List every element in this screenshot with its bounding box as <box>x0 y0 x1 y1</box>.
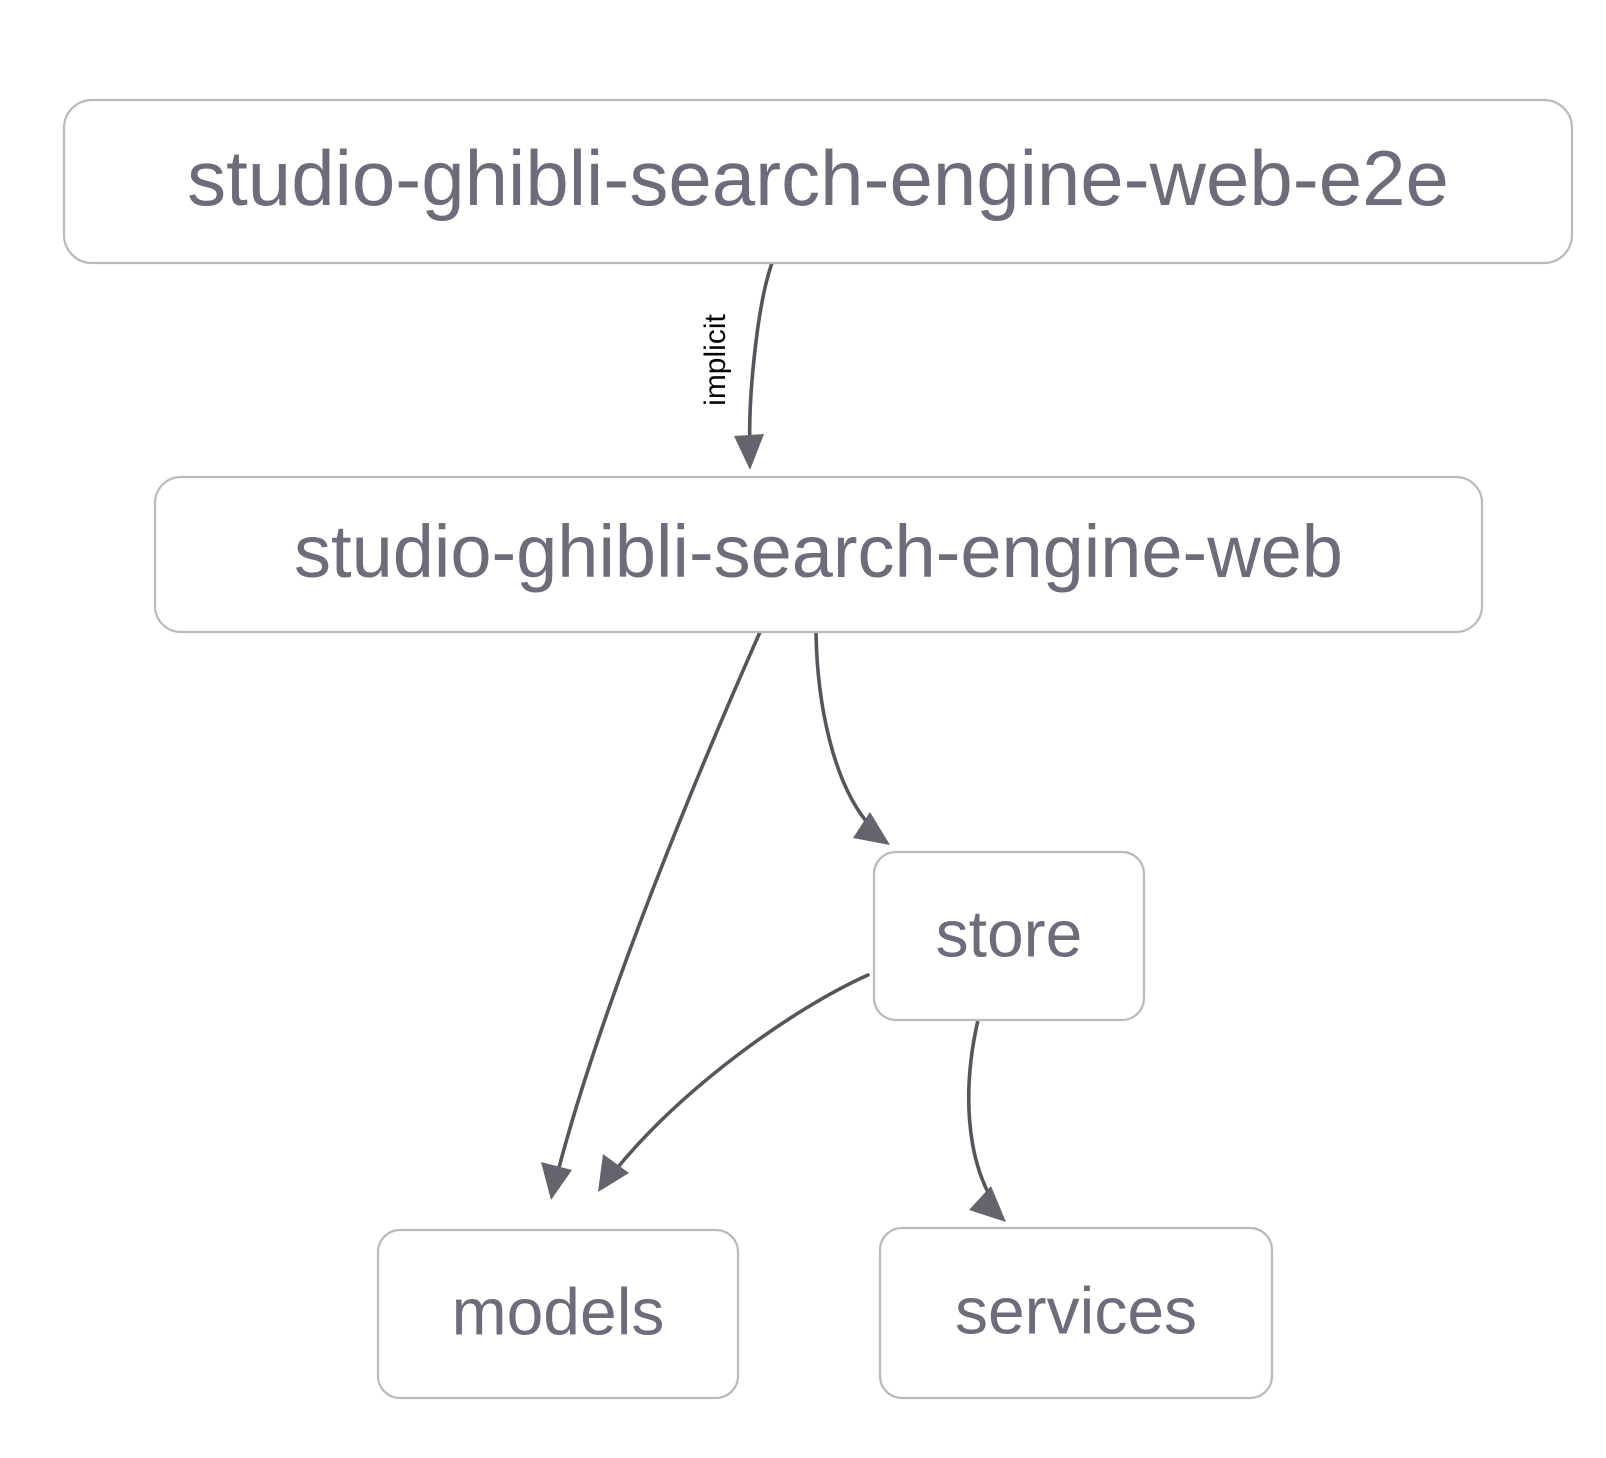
node-store[interactable]: store <box>872 850 1146 1022</box>
edge-web-models <box>541 630 762 1200</box>
node-box[interactable] <box>153 475 1484 634</box>
node-label-services: services <box>955 1273 1197 1347</box>
edge-line <box>747 261 774 450</box>
node-label-models: models <box>452 1274 665 1348</box>
edge-line <box>555 630 762 1177</box>
edge-line <box>612 973 870 1174</box>
edge-store-services <box>967 1018 1006 1222</box>
edge-labels-layer: implicit <box>699 314 732 406</box>
arrowhead-icon <box>541 1162 572 1200</box>
arrowhead-icon <box>969 1186 1006 1222</box>
node-web[interactable]: studio-ghibli-search-engine-web <box>153 475 1484 634</box>
edge-store-models <box>598 973 870 1192</box>
node-models[interactable]: models <box>376 1228 740 1400</box>
edges-layer <box>541 261 1006 1222</box>
node-box[interactable] <box>62 98 1574 265</box>
node-label-e2e: studio-ghibli-search-engine-web-e2e <box>187 134 1449 222</box>
edge-label-e2e-web: implicit <box>699 314 732 406</box>
node-box[interactable] <box>878 1226 1274 1400</box>
edge-web-store <box>814 630 890 845</box>
node-services[interactable]: services <box>878 1226 1274 1400</box>
arrowhead-icon <box>853 812 890 845</box>
node-e2e[interactable]: studio-ghibli-search-engine-web-e2e <box>62 98 1574 265</box>
node-label-web: studio-ghibli-search-engine-web <box>294 510 1343 593</box>
edge-line <box>814 630 874 830</box>
node-label-store: store <box>936 896 1083 970</box>
nodes-layer: studio-ghibli-search-engine-web-e2e studi… <box>62 98 1574 1400</box>
edge-line <box>967 1018 993 1200</box>
arrowhead-icon <box>734 434 764 470</box>
node-box[interactable] <box>376 1228 740 1400</box>
edge-e2e-web <box>734 261 774 470</box>
arrowhead-icon <box>598 1154 629 1192</box>
node-box[interactable] <box>872 850 1146 1022</box>
